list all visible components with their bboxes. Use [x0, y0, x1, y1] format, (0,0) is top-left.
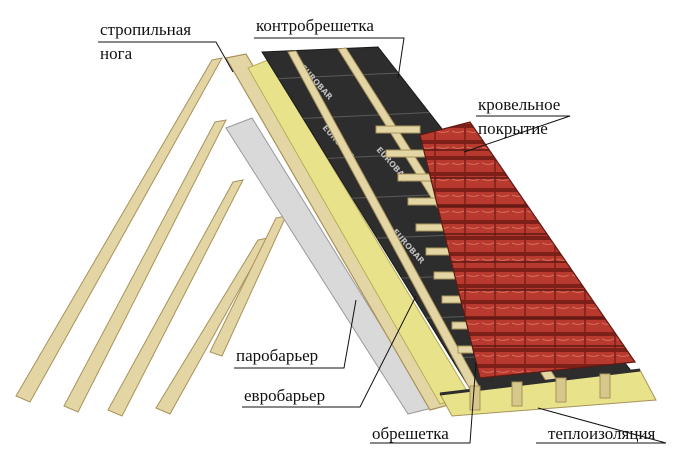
label-batten: обрешетка: [372, 424, 449, 443]
back-rafters: [15, 57, 287, 417]
label-rafter-leg-2: нога: [100, 44, 133, 63]
label-vapor-barrier: паробарьер: [236, 346, 319, 365]
label-eurobarrier: евробарьер: [244, 386, 326, 405]
label-counter-batten: контробрешетка: [256, 16, 374, 35]
label-rafter-leg: стропильная: [100, 20, 192, 39]
leader-lines: [98, 37, 667, 444]
label-roof-covering-2: покрытие: [478, 119, 548, 138]
label-roof-covering: кровельное: [478, 95, 561, 114]
label-thermal-insulation: теплоизоляция: [548, 424, 656, 443]
eave-board: [439, 368, 657, 417]
